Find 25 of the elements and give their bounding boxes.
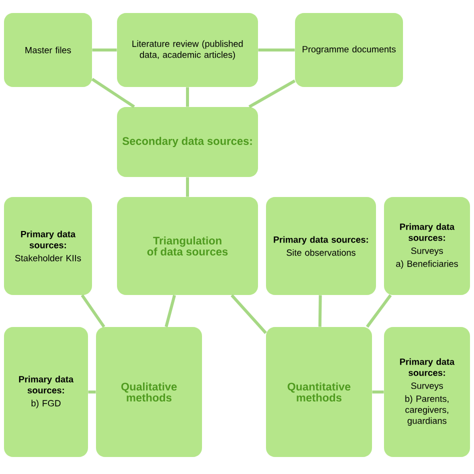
method-box: Triangulation of data sources	[117, 197, 258, 295]
method-box: Qualitative methods	[96, 327, 202, 457]
method-box: Quantitative methods	[266, 327, 372, 457]
source-box: Primary data sources: b) FGD	[4, 327, 88, 457]
method-box: Secondary data sources:	[117, 107, 258, 177]
source-box: Primary data sources: Surveys a) Beneficiaries	[384, 197, 470, 295]
source-box: Literature review (published data, academic articles)	[117, 13, 258, 87]
connector-line	[366, 294, 392, 328]
source-box: Primary data sources: Stakeholder KIIs	[4, 197, 92, 295]
source-box: Master files	[4, 13, 92, 87]
connector-line	[80, 294, 106, 328]
source-box: Primary data sources: Site observations	[266, 197, 376, 295]
connector-line	[164, 294, 176, 328]
connector-line	[230, 294, 267, 334]
connector-line	[92, 48, 117, 52]
connector-line	[88, 390, 96, 394]
connector-line	[318, 295, 322, 327]
connector-line	[372, 390, 384, 394]
connector-line	[186, 177, 189, 197]
source-box: Primary data sources: Surveys b) Parents, caregivers, guardians	[384, 327, 470, 457]
connector-line	[186, 87, 189, 107]
connector-line	[91, 78, 135, 108]
source-box: Programme documents	[295, 13, 403, 87]
connector-line	[248, 80, 296, 108]
connector-line	[258, 48, 295, 52]
